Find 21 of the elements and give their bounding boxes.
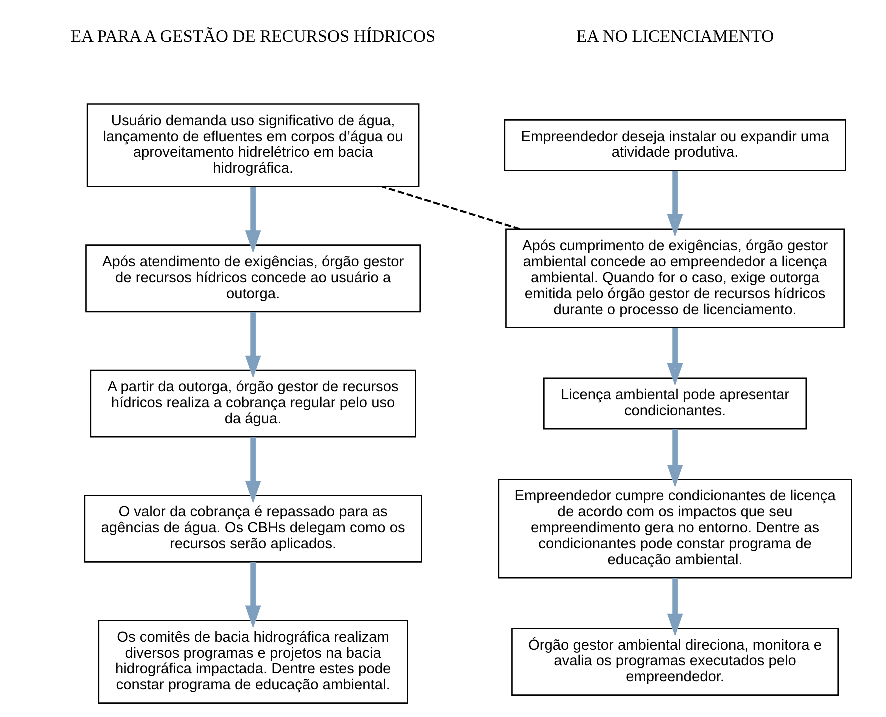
arrow [245, 312, 262, 379]
node-box: Os comitês de bacia hidrográfica realizam diversos programas e projetos na bacia hidrográfica impactada. Dentre estes pode constar programa de educação ambiental. [98, 620, 408, 704]
arrow [667, 429, 684, 488]
node-box: O valor da cobrança é repassado para as agências de água. Os CBHs delegam como os recursos serão aplicados. [84, 494, 422, 563]
node-box: Órgão gestor ambiental direciona, monitora e avalia os programas executados pelo empreendedor. [512, 628, 840, 696]
arrow [667, 578, 684, 637]
node-box: Após atendimento de exigências, órgão gestor de recursos hídricos concede ao usuário a outorga. [86, 244, 422, 313]
arrow [667, 171, 684, 238]
arrow [245, 187, 262, 254]
label: EA PARA A GESTÃO DE RECURSOS HÍDRICOS [71, 27, 436, 46]
node-box: Licença ambiental pode apresentar condicionantes. [544, 378, 808, 430]
arrow [245, 562, 262, 628]
node-box: Usuário demanda uso significativo de água, lançamento de efluentes em corpos d’água ou aproveitamento hidrelétrico em bacia hidrográfica. [86, 104, 420, 188]
node-box: Empreendedor cumpre condicionantes de licença de acordo com os impactos que seu empreendimento gera no entorno. Dentre as condicionantes pode constar programa de educação ambiental. [498, 478, 852, 579]
node-box: A partir da outorga, órgão gestor de recursos hídricos realiza a cobrança regular pelo uso da água. [90, 370, 416, 438]
arrow [667, 328, 684, 386]
arrow [245, 437, 262, 504]
label: EA NO LICENCIAMENTO [576, 27, 774, 46]
node-box: Após cumprimento de exigências, órgão gestor ambiental concede ao empreendedor a licença ambiental. Quando for o caso, exige outorga emitida pelo órgão gestor de recursos hídricos durante o processo de licenciamento. [506, 228, 846, 329]
connector [382, 186, 520, 230]
node-box: Empreendedor deseja instalar ou expandir uma atividade produtiva. [504, 120, 846, 172]
